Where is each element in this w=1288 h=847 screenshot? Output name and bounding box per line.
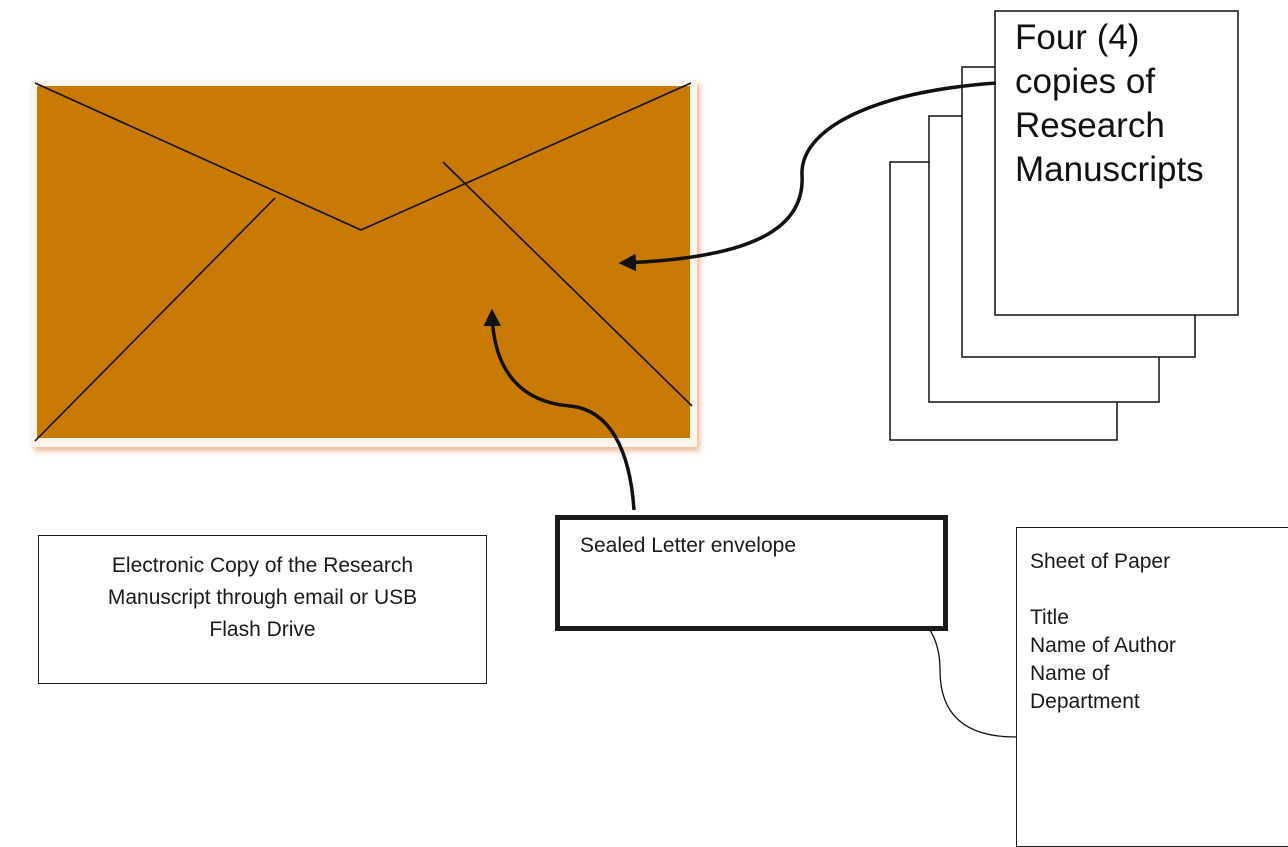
manuscript-copies-label: Four (4) copies of Research Manuscripts bbox=[1015, 16, 1240, 192]
sheet-of-paper-box: Sheet of Paper Title Name of Author Name… bbox=[1016, 527, 1288, 847]
manuscript-line-2: copies of bbox=[1015, 62, 1156, 101]
diagram-canvas bbox=[31, 10, 1239, 738]
envelope-body bbox=[37, 86, 690, 438]
manuscript-line-4: Manuscripts bbox=[1015, 150, 1204, 189]
manuscript-page-1 bbox=[994, 10, 1239, 316]
sheet-line-title: Title bbox=[1030, 606, 1069, 629]
manuscript-stack bbox=[889, 10, 1239, 441]
electronic-copy-box: Electronic Copy of the Research Manuscri… bbox=[38, 535, 487, 684]
manuscript-line-3: Research bbox=[1015, 106, 1165, 145]
manuscript-line-1: Four (4) bbox=[1015, 18, 1140, 57]
electronic-copy-line-1: Electronic Copy of the Research bbox=[111, 554, 414, 577]
arrow-label-to-envelope bbox=[483, 308, 636, 511]
sheet-line-blank bbox=[1030, 576, 1288, 604]
sheet-line-name-of: Name of bbox=[1030, 662, 1110, 685]
envelope-flap bbox=[34, 82, 692, 231]
electronic-copy-line-2: Manuscript through email or USB bbox=[107, 586, 418, 609]
sheet-heading: Sheet of Paper bbox=[1030, 550, 1171, 573]
sheet-line-department: Department bbox=[1030, 690, 1140, 713]
envelope-fold-right bbox=[442, 161, 693, 407]
envelope-illustration bbox=[31, 80, 697, 447]
sealed-envelope-label: Sealed Letter envelope bbox=[580, 534, 796, 557]
envelope-fold-left bbox=[34, 197, 276, 442]
electronic-copy-line-3: Flash Drive bbox=[209, 618, 316, 641]
sheet-line-author: Name of Author bbox=[1030, 634, 1176, 657]
sealed-envelope-box: Sealed Letter envelope bbox=[555, 515, 948, 631]
arrow-manuscripts-to-envelope bbox=[618, 81, 997, 272]
